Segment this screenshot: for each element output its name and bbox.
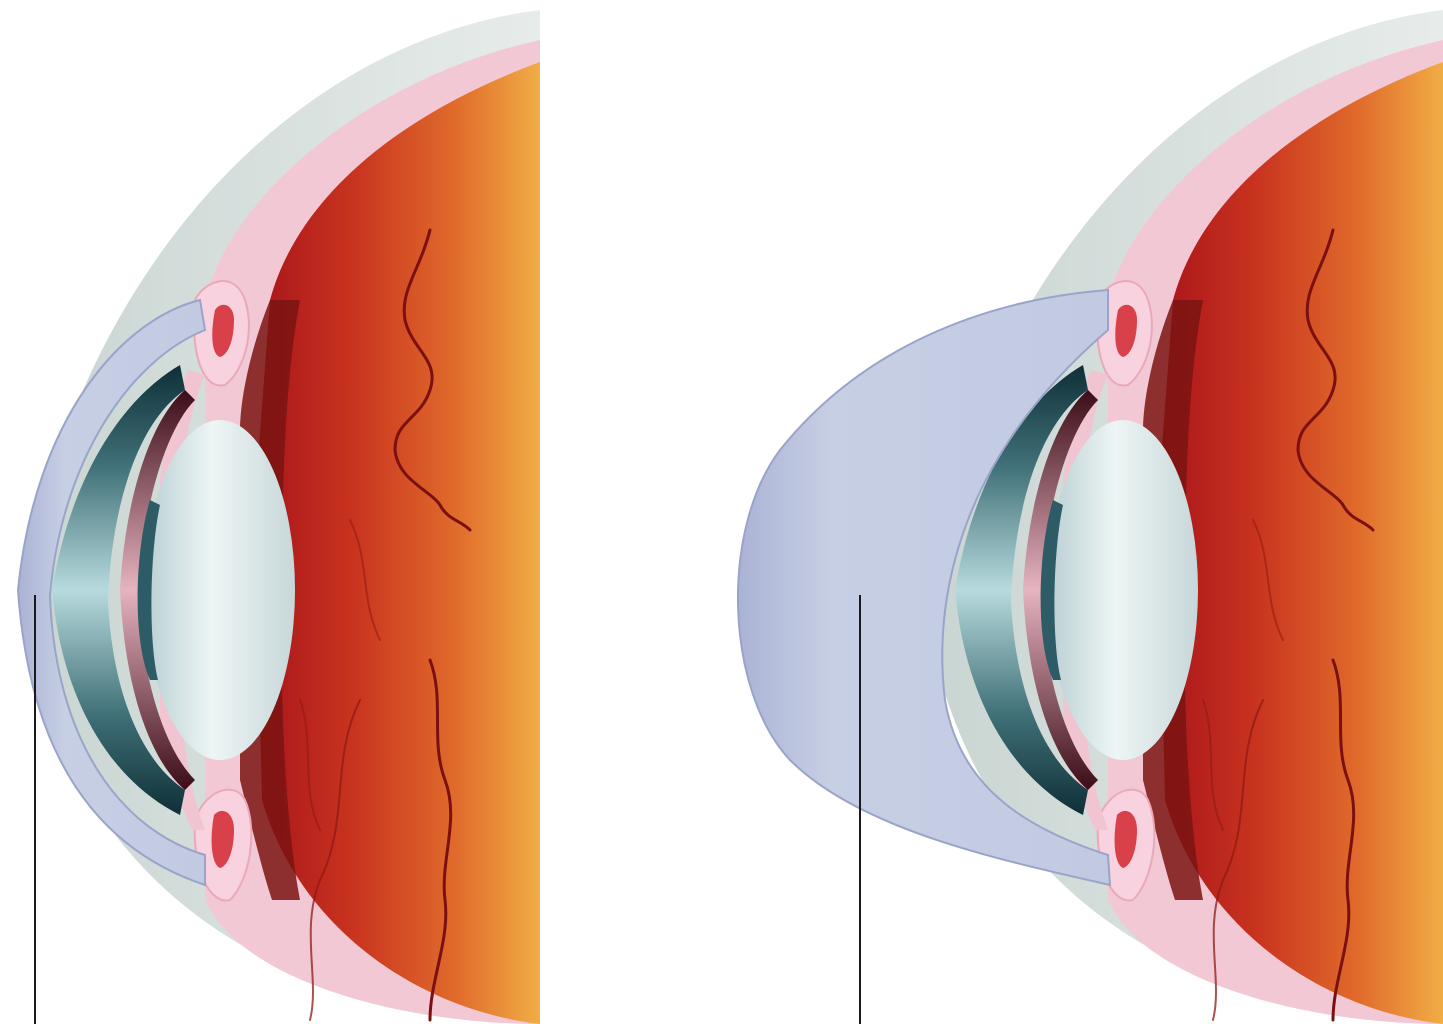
- normal-eye-panel: [18, 10, 540, 1024]
- keratoconus-eye-panel: [738, 10, 1443, 1024]
